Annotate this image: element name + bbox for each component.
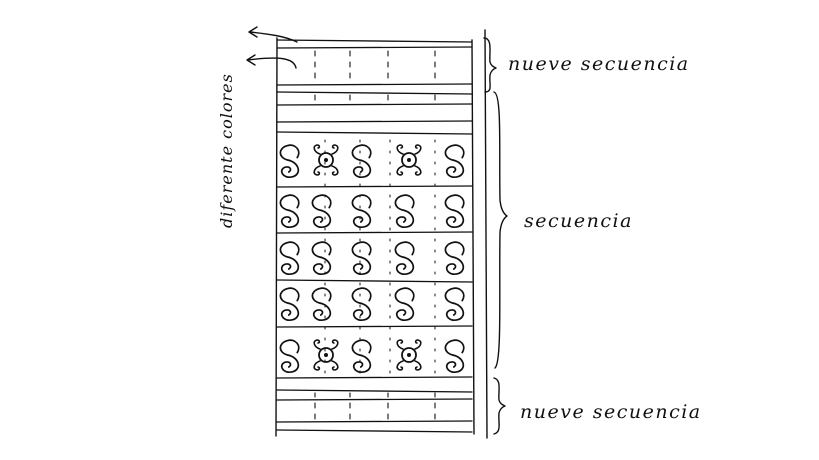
band-line <box>277 121 472 122</box>
band-lines <box>277 40 472 432</box>
band-line <box>277 280 472 282</box>
scroll-motif <box>312 288 330 320</box>
scroll-motif <box>395 288 413 320</box>
scroll-motif <box>312 242 330 274</box>
eye-tendril <box>332 340 338 349</box>
eye-tendril <box>397 340 403 349</box>
band-line <box>277 430 472 432</box>
scroll-motif <box>395 242 413 274</box>
brace-bottom <box>494 378 505 434</box>
eye-motif <box>397 340 421 370</box>
band-line <box>277 421 472 422</box>
scroll-motif <box>352 242 370 274</box>
brace-middle <box>494 92 507 368</box>
eye-tendril <box>332 361 338 370</box>
band-line <box>277 84 472 85</box>
eye-motif <box>314 145 338 175</box>
eye-tendril <box>314 361 320 370</box>
band-line <box>277 186 472 187</box>
label-top: nueve secuencia <box>508 53 690 75</box>
band-line <box>277 92 472 94</box>
label-middle: secuencia <box>524 210 633 232</box>
eye-tendril <box>415 340 421 349</box>
scroll-motif <box>445 288 463 320</box>
band-line <box>277 390 472 392</box>
eye-tendril <box>332 166 338 175</box>
eye-tendril <box>397 361 403 370</box>
scroll-motif <box>280 195 298 227</box>
scroll-motif <box>280 145 298 177</box>
scroll-motif <box>280 242 298 274</box>
eye-tendril <box>314 166 320 175</box>
eye-tendril <box>415 166 421 175</box>
scroll-motif <box>445 340 463 372</box>
scroll-motif <box>445 145 463 177</box>
band-dashes <box>315 51 435 419</box>
band-line <box>277 377 472 378</box>
scroll-motif <box>445 195 463 227</box>
scroll-motif <box>352 288 370 320</box>
scroll-motif <box>280 340 298 372</box>
eye-tendril <box>397 145 403 154</box>
eye-tendril <box>415 145 421 154</box>
band-line <box>277 132 472 134</box>
eye-dot <box>407 353 411 357</box>
band-line <box>277 40 472 42</box>
band-line <box>277 104 472 105</box>
eye-dot <box>324 158 328 162</box>
eye-tendril <box>314 145 320 154</box>
scroll-motif <box>352 340 370 372</box>
scroll-motif <box>312 195 330 227</box>
band-line <box>277 47 472 48</box>
scroll-motif <box>352 195 370 227</box>
band-line <box>277 399 472 400</box>
eye-dot <box>324 353 328 357</box>
eye-motif <box>397 145 421 175</box>
scroll-motif <box>280 288 298 320</box>
band-line <box>277 326 472 327</box>
eye-dot <box>407 158 411 162</box>
label-bottom: nueve secuencia <box>520 401 702 423</box>
motif-grid <box>280 145 463 372</box>
scroll-motif <box>352 145 370 177</box>
band-line <box>277 232 472 233</box>
side-label: diferente colores <box>217 73 236 228</box>
scroll-motif <box>395 195 413 227</box>
eye-tendril <box>314 340 320 349</box>
eye-tendril <box>415 361 421 370</box>
scroll-motif <box>445 242 463 274</box>
eye-motif <box>314 340 338 370</box>
eye-tendril <box>397 166 403 175</box>
eye-tendril <box>332 145 338 154</box>
